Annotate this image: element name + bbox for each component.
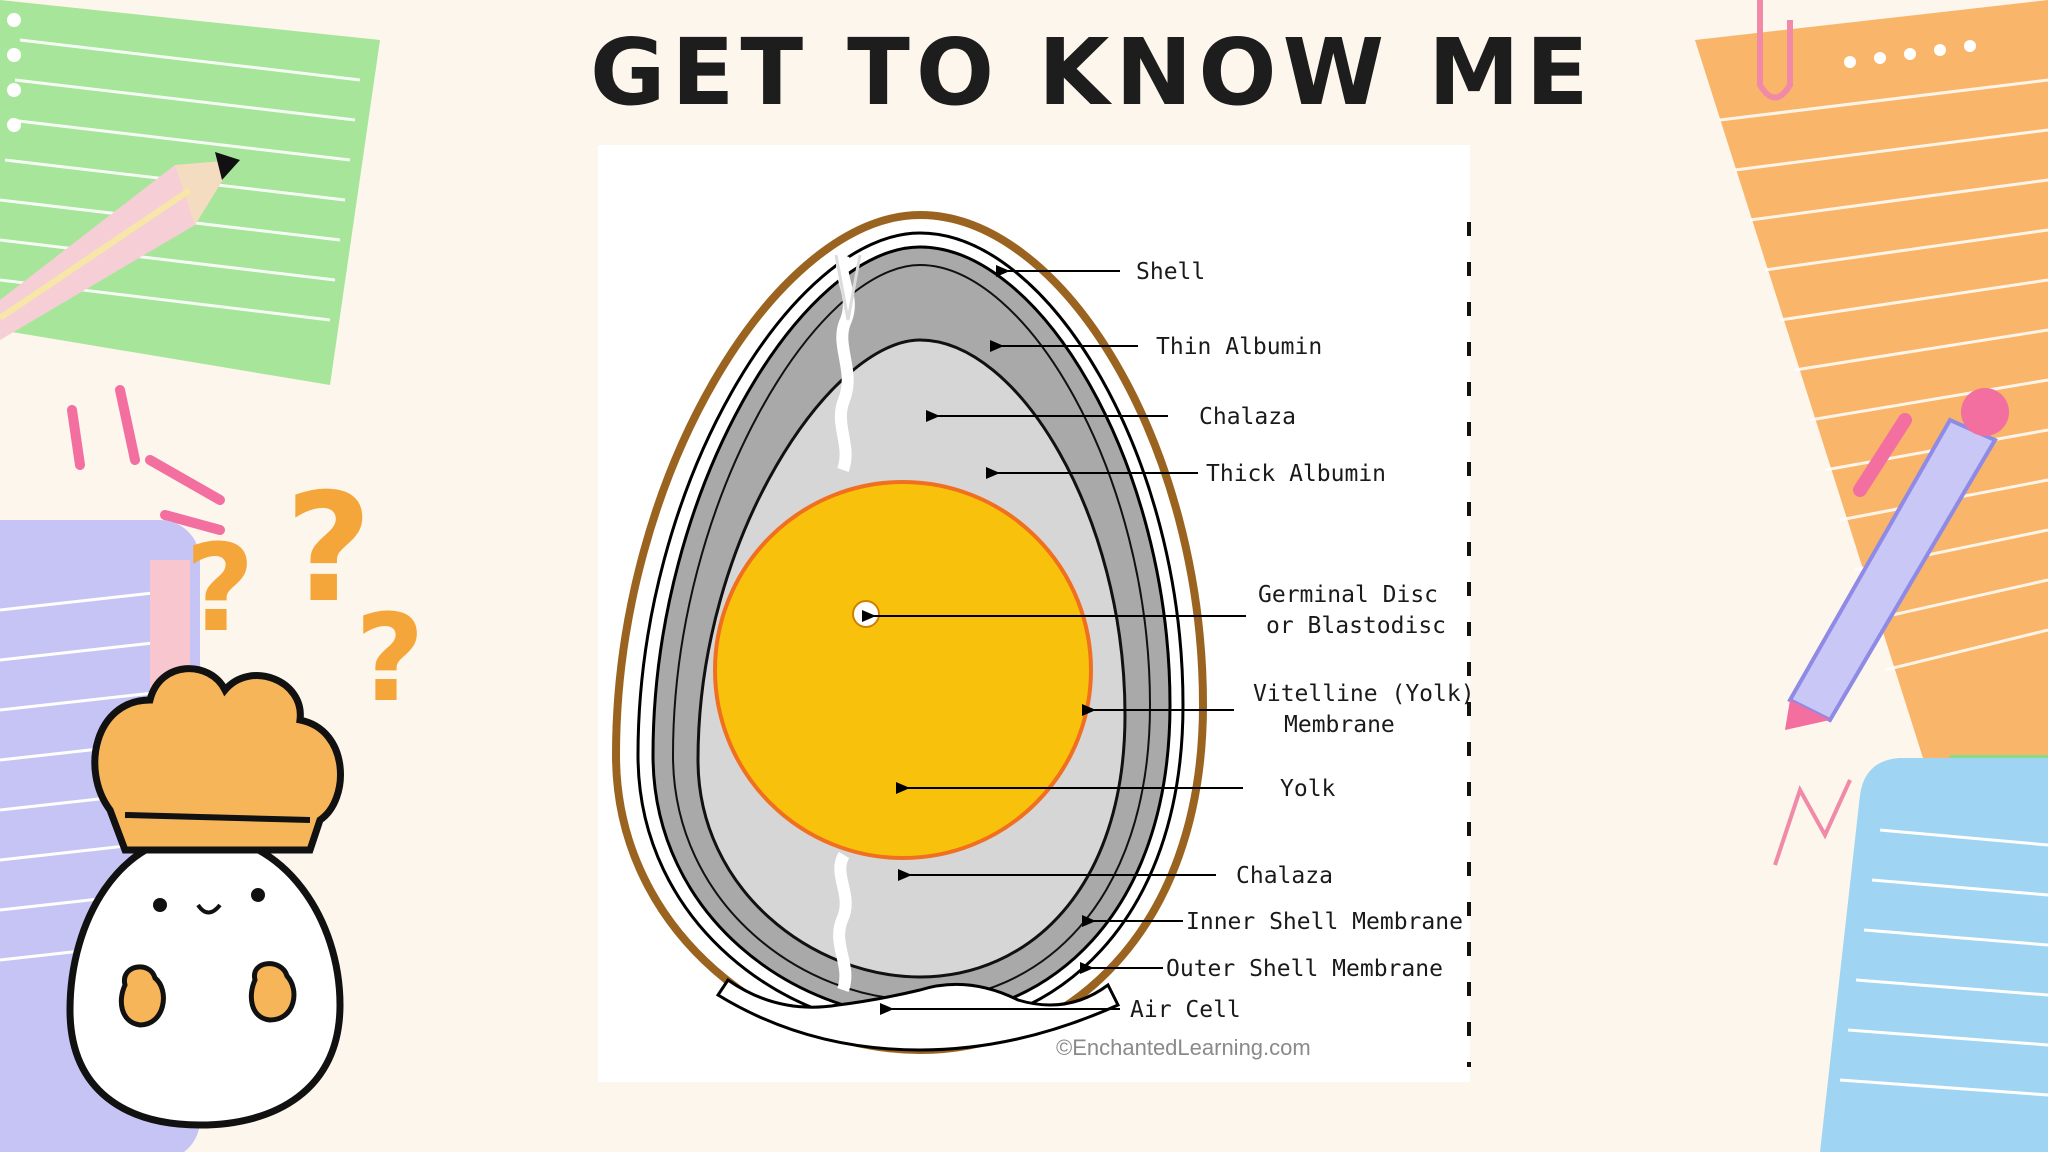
label-outer-shell-membrane: Outer Shell Membrane [1166, 956, 1443, 982]
label-germinal-disc-line2: or Blastodisc [1266, 613, 1446, 639]
blue-notepad-icon [1773, 755, 2048, 1152]
paper-clip-icon [1757, 0, 1793, 101]
label-thick-albumin: Thick Albumin [1206, 461, 1386, 487]
germinal-disc [852, 600, 880, 628]
excitement-lines-icon [67, 385, 225, 535]
egg-chef-mascot-icon [66, 665, 344, 1129]
label-thin-albumin: Thin Albumin [1156, 334, 1322, 360]
air-cell [715, 977, 1121, 1052]
svg-text:?: ? [185, 520, 255, 659]
credit-text: ©EnchantedLearning.com [1056, 1035, 1311, 1060]
pointer-lines [862, 265, 1246, 1015]
chalaza-bottom [833, 851, 852, 993]
label-germinal-disc-line1: Germinal Disc [1258, 582, 1438, 608]
question-marks-icon: ? ? ? [185, 462, 425, 729]
cropped-text-edge [1467, 222, 1471, 1067]
chalaza-top-outline [834, 254, 862, 321]
label-vitelline-line2: Membrane [1284, 712, 1395, 738]
pencil-icon [0, 152, 240, 340]
orange-notepad-icon [1695, 0, 2048, 780]
label-shell: Shell [1136, 259, 1205, 285]
label-chalaza-bottom: Chalaza [1236, 863, 1333, 889]
label-yolk: Yolk [1280, 776, 1336, 802]
svg-text:?: ? [285, 462, 372, 636]
label-air-cell: Air Cell [1130, 997, 1241, 1023]
egg-anatomy-diagram: Shell Thin Albumin Chalaza Thick Albumin… [611, 210, 1470, 1060]
svg-text:?: ? [355, 590, 425, 729]
label-chalaza-top: Chalaza [1199, 404, 1296, 430]
chalaza-top [834, 252, 855, 473]
pen-icon [1785, 388, 2009, 730]
label-vitelline-line1: Vitelline (Yolk) [1253, 681, 1470, 707]
slide-title: GET TO KNOW ME [590, 19, 1595, 126]
label-inner-shell-membrane: Inner Shell Membrane [1186, 909, 1463, 935]
egg-diagram-panel: Shell Thin Albumin Chalaza Thick Albumin… [598, 145, 1470, 1082]
yolk [713, 480, 1093, 860]
